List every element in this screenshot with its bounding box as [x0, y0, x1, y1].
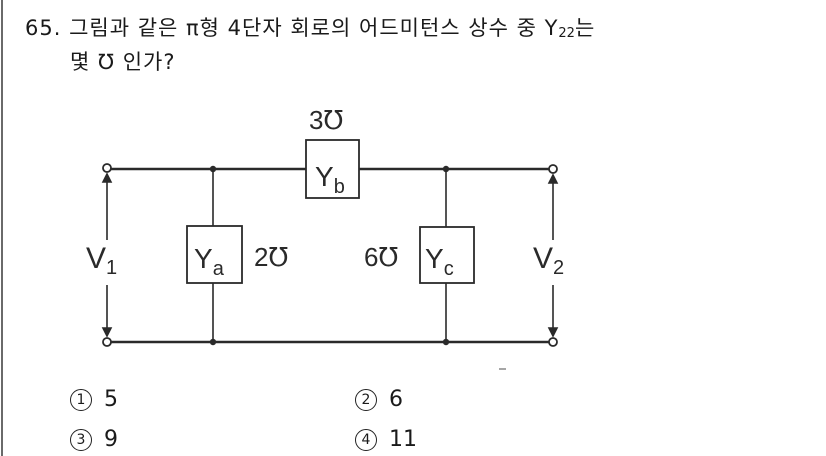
- choice-4-marker: 4: [355, 429, 377, 451]
- question-text: 65. 그림과 같은 π형 4단자 회로의 어드미턴스 상수 중 Y22는 몇 …: [25, 14, 595, 76]
- yc-box: [419, 226, 475, 284]
- v1-arrow-up-head: [101, 172, 113, 183]
- ya-label: Ya: [194, 243, 225, 280]
- choice-3-marker: 3: [70, 429, 92, 451]
- terminal-2-bottom: [548, 337, 558, 347]
- question-number: 65.: [25, 16, 62, 40]
- junction-dot: [209, 338, 217, 346]
- choice-2-marker: 2: [355, 389, 377, 411]
- terminal-1-bottom: [102, 337, 112, 347]
- yc-label: Yc: [425, 243, 454, 280]
- choice-1-marker: 1: [70, 389, 92, 411]
- yb-box: [305, 139, 360, 199]
- v1-arrow-down-head: [101, 327, 113, 338]
- question-line-1: 65. 그림과 같은 π형 4단자 회로의 어드미턴스 상수 중 Y22는: [25, 14, 595, 48]
- terminal-2-top: [548, 164, 558, 174]
- ya-box: [186, 225, 243, 284]
- v2-label: V2: [533, 242, 564, 279]
- choice-4-value: 11: [389, 427, 417, 452]
- question-stem: 그림과 같은 π형 4단자 회로의 어드미턴스 상수 중 Y: [69, 16, 559, 40]
- choice-2-value: 6: [389, 387, 403, 412]
- v2-arrow-up-head: [547, 173, 559, 184]
- question-stem-suffix: 는: [574, 16, 596, 40]
- yb-value: 3℧: [309, 105, 343, 135]
- yc-value: 6℧: [364, 242, 398, 272]
- yb-label: Yb: [315, 161, 345, 198]
- choice-3-value: 9: [104, 427, 118, 452]
- question-line-2: 몇 ℧ 인가?: [70, 50, 176, 74]
- choice-4[interactable]: 4 11: [355, 426, 417, 453]
- v1-label: V1: [86, 242, 117, 279]
- junction-dot: [442, 338, 450, 346]
- page-left-border: [1, 0, 3, 456]
- junction-dot: [209, 165, 217, 173]
- terminal-1-top: [102, 163, 112, 173]
- junction-dot: [442, 165, 450, 173]
- y22-subscript: 22: [558, 26, 575, 41]
- choice-1-value: 5: [104, 387, 118, 412]
- v2-arrow-down-head: [547, 327, 559, 338]
- ya-value: 2℧: [254, 242, 288, 272]
